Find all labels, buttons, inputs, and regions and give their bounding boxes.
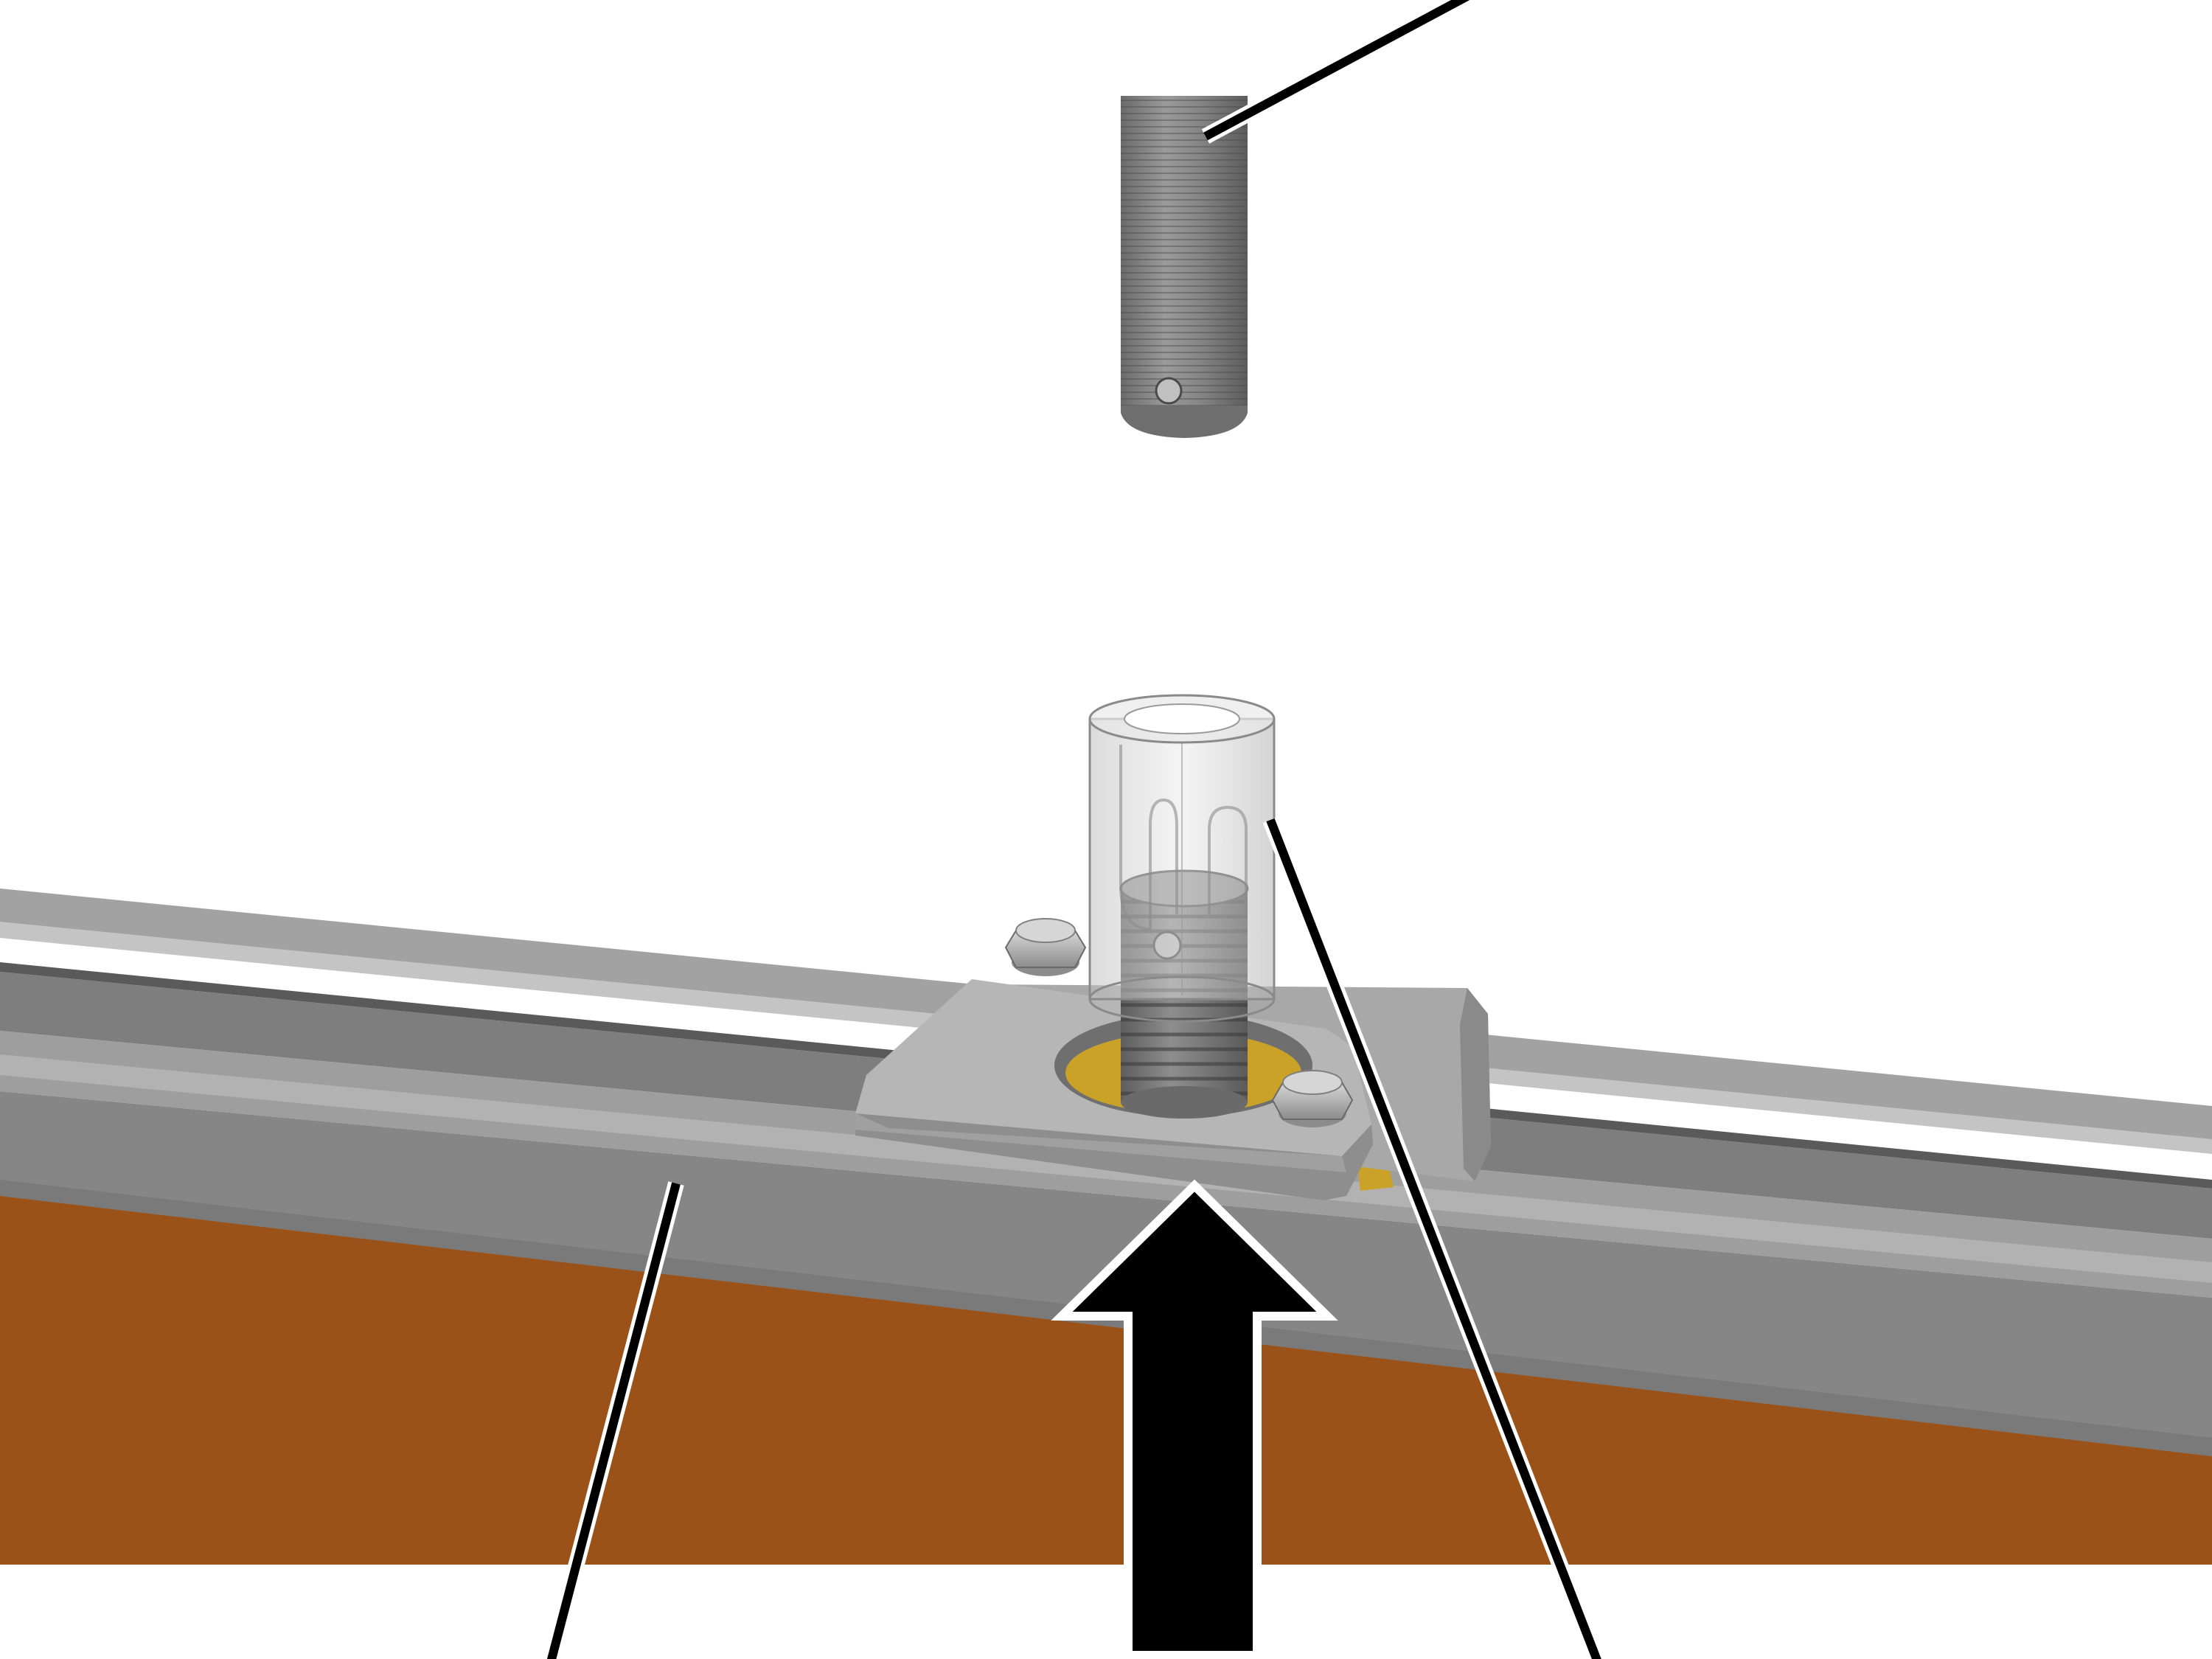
hex-bolt — [1271, 1070, 1354, 1127]
wooden-base — [0, 1194, 2212, 1565]
arrow-up-icon — [1051, 1179, 1338, 1659]
threaded-pin — [1121, 96, 1248, 438]
callout-line-rail — [543, 1181, 684, 1659]
hex-bolt — [1004, 918, 1087, 976]
clear-sleeve — [1088, 694, 1276, 1023]
callout-line-sleeve — [1262, 817, 1606, 1659]
callout-line-pin — [1201, 0, 1472, 144]
